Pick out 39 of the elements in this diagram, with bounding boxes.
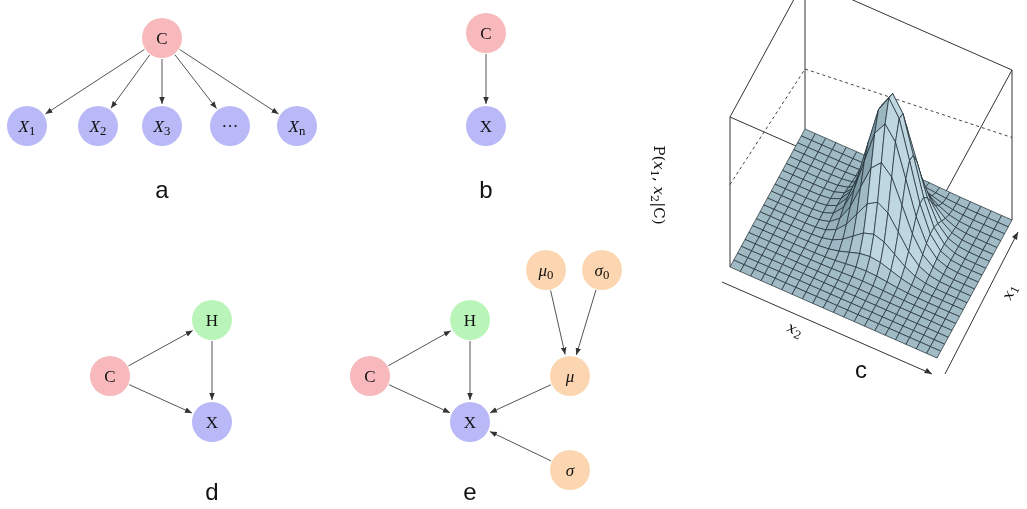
arrow [179, 48, 280, 115]
variable-label: X$_{3}$ [153, 117, 171, 135]
variable-label: X$_{n}$ [288, 117, 306, 135]
panel-label: d [205, 480, 219, 504]
variable-label: X$_{1}$ [18, 117, 36, 135]
variable-label: μ$_{0}$ [538, 261, 554, 279]
panel-label: a [155, 178, 169, 202]
variable-label: σ$_{0}$ [594, 261, 610, 279]
variable-label: C [364, 367, 376, 385]
arrow [159, 58, 165, 105]
arrow [174, 54, 218, 110]
panel-label: b [479, 178, 493, 202]
variable-label: X [479, 117, 493, 135]
variable-label: C [104, 367, 116, 385]
variable-label: X$_{2}$ [89, 117, 107, 135]
arrow [387, 330, 452, 367]
variable-label: ··· [221, 117, 239, 135]
arrow [388, 384, 451, 414]
arrow [209, 340, 215, 401]
variable-label: μ [565, 367, 575, 385]
panel-label: e [463, 480, 477, 504]
variable-label: H [205, 311, 219, 329]
arrow [44, 48, 145, 115]
variable-label: C [480, 24, 492, 42]
variable-label: σ [565, 461, 575, 479]
arrow [489, 431, 552, 462]
arrow [110, 54, 151, 109]
arrow [128, 384, 193, 414]
arrow [127, 330, 194, 367]
arrow [575, 289, 597, 356]
arrow [550, 290, 567, 356]
arrow [489, 384, 552, 414]
arrow [483, 53, 489, 105]
variable-label: X [205, 413, 219, 431]
variable-label: C [156, 29, 168, 47]
arrow [467, 340, 473, 401]
variable-label: X [463, 413, 477, 431]
panel-label: c [855, 358, 867, 382]
variable-label: H [463, 311, 477, 329]
